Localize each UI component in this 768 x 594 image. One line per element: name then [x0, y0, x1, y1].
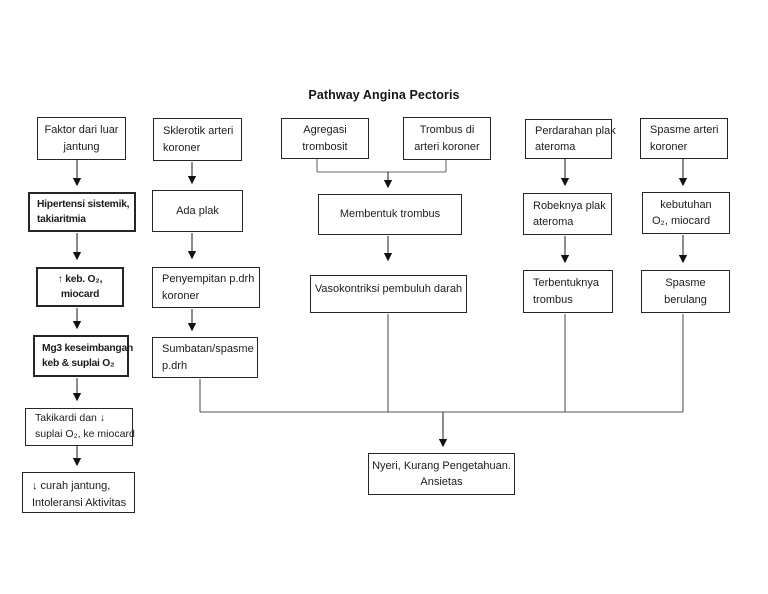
box-text-line: berulang	[664, 293, 707, 306]
flow-box-takikardi-suplai-o2: Takikardi dan ↓ suplai O₂, ke miocard	[25, 408, 135, 446]
box-text-line: arteri koroner	[414, 140, 480, 153]
box-text-line: Terbentuknya	[533, 277, 600, 289]
box-text-line: Membentuk trombus	[339, 208, 441, 221]
box-text-line: ↑ keb. O₂,	[57, 273, 103, 285]
flow-box-hipertensi-sistemik-takiaritmia: Hipertensi sistemik, takiaritmia	[28, 192, 136, 232]
box-text-line: Vasokontriksi pembuluh darah	[314, 283, 463, 295]
box-text-line: Faktor dari luar	[44, 124, 119, 136]
box-text-line: Sklerotik arteri	[163, 125, 234, 137]
flow-box-keb-o2-miocard: ↑ keb. O₂, miocard	[36, 267, 124, 307]
box-text-line: ateroma	[533, 216, 574, 228]
box-text-line: trombus	[533, 293, 573, 306]
box-text-line: suplai O₂, ke miocard	[35, 428, 135, 440]
flow-box-mg3-keseimbangan-keb-suplai-o2: Mg3 keseimbangan keb & suplai O₂	[33, 335, 133, 377]
box-text-line: Penyempitan p.drh	[162, 273, 255, 285]
box-text-line: Perdarahan plak	[535, 124, 616, 137]
box-text-line: Intoleransi Aktivitas	[32, 496, 127, 509]
box-text-line: Hipertensi sistemik,	[37, 198, 130, 210]
flow-box-penyempitan-pdrh-koroner: Penyempitan p.drh koroner	[152, 267, 260, 308]
flow-box-trombus-di-arteri-koroner: Trombus di arteri koroner	[403, 117, 491, 160]
flow-box-faktor-dari-luar-jantung: Faktor dari luar jantung	[37, 117, 126, 160]
box-text-line: koroner	[162, 289, 200, 302]
box-text-line: Spasme	[665, 277, 706, 289]
flow-box-sumbatan-spasme-pdrh: Sumbatan/spasme p.drh	[152, 337, 258, 378]
box-text-line: kebutuhan	[660, 198, 712, 211]
box-text-line: Spasme arteri	[650, 124, 719, 136]
box-text-line: O₂, miocard	[652, 215, 711, 227]
box-text-line: p.drh	[162, 359, 188, 372]
flow-box-robeknya-plak-ateroma: Robeknya plak ateroma	[523, 193, 612, 235]
box-text-line: ↓ curah jantung,	[32, 480, 111, 492]
flow-box-ada-plak: Ada plak	[152, 190, 243, 232]
box-text-line: Ada plak	[176, 204, 219, 217]
box-text-line: keb & suplai O₂	[42, 358, 115, 369]
flow-box-agregasi-trombosit: Agregasi trombosit	[281, 118, 369, 159]
flow-box-perdarahan-plak-ateroma: Perdarahan plak ateroma	[525, 119, 616, 159]
flow-box-kebutuhan-o2-miocard: kebutuhan O₂, miocard	[642, 192, 730, 234]
flow-box-spasme-arteri-koroner: Spasme arteri koroner	[640, 118, 728, 159]
box-text-line: koroner	[163, 141, 201, 154]
box-text-line: koroner	[650, 140, 688, 153]
box-text-line: jantung	[63, 140, 100, 153]
flow-box-membentuk-trombus: Membentuk trombus	[318, 194, 462, 235]
flow-box-vasokontriksi-pembuluh-darah: Vasokontriksi pembuluh darah	[310, 275, 467, 313]
box-text-line: ateroma	[535, 141, 576, 153]
box-text-line: Takikardi dan ↓	[35, 412, 106, 425]
box-text-line: Ansietas	[420, 476, 463, 488]
box-text-line: Mg3 keseimbangan	[42, 342, 133, 354]
flow-box-nyeri-kurang-pengetahuan-ansietas: Nyeri, Kurang Pengetahuan. Ansietas	[368, 453, 515, 495]
box-text-line: Trombus di	[419, 124, 475, 136]
box-text-line: Nyeri, Kurang Pengetahuan.	[372, 459, 511, 472]
flow-box-sklerotik-arteri-koroner: Sklerotik arteri koroner	[153, 118, 242, 161]
box-text-line: Sumbatan/spasme	[162, 343, 254, 355]
box-text-line: Agregasi	[303, 124, 347, 136]
flow-box-terbentuknya-trombus: Terbentuknya trombus	[523, 270, 613, 313]
diagram-title: Pathway Angina Pectoris	[308, 88, 460, 102]
box-text-line: Robeknya plak	[533, 199, 606, 212]
box-text-line: trombosit	[302, 140, 348, 153]
box-text-line: miocard	[60, 289, 100, 300]
flow-box-curah-jantung-intoleransi-aktivitas: ↓ curah jantung, Intoleransi Aktivitas	[22, 472, 135, 513]
box-text-line: takiaritmia	[37, 214, 86, 225]
flow-box-spasme-berulang: Spasme berulang	[641, 270, 730, 313]
